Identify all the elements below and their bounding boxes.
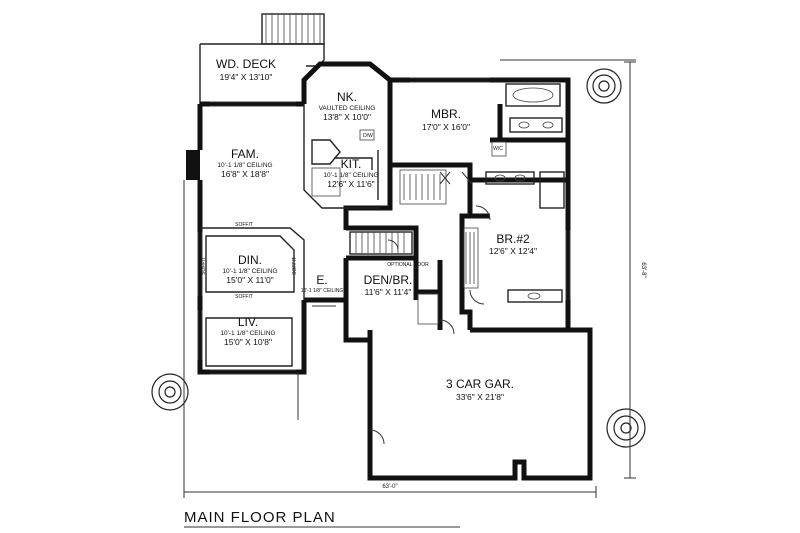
soffit-note-left: SOFFIT — [201, 257, 207, 275]
exterior-walls — [186, 61, 593, 481]
soffit-note-bottom: SOFFIT — [235, 294, 253, 300]
ceiling-note-din: 10'-1 1/8" CEILING — [222, 268, 277, 275]
ceiling-note-fam: 10'-1 1/8" CEILING — [217, 162, 272, 169]
dining-bay — [205, 235, 295, 293]
room-dim-kit: 12'6" X 11'6" — [327, 179, 374, 189]
room-dim-mbr: 17'0" X 16'0" — [422, 122, 470, 132]
tree-icon-top-right — [586, 68, 622, 104]
plan-notes: SOFFIT SOFFIT SOFFIT SOFFIT OPTIONAL DOO… — [201, 133, 503, 300]
dw-note: D/W — [363, 133, 373, 139]
room-dim-fam: 16'8" X 18'8" — [221, 169, 269, 179]
closets — [417, 227, 479, 325]
room-dim-br2: 12'6" X 12'4" — [489, 246, 537, 256]
room-dim-din: 15'0" X 11'0" — [226, 275, 273, 285]
room-name-entry: E. — [316, 273, 327, 287]
soffit-note-top: SOFFIT — [235, 222, 253, 228]
optional-door-note: OPTIONAL DOOR — [387, 262, 429, 268]
room-name-din: DIN. — [238, 253, 262, 267]
windows — [197, 77, 571, 375]
interior-walls — [200, 104, 568, 330]
room-name-liv: LIV. — [238, 315, 258, 329]
room-name-fam: FAM. — [231, 147, 259, 161]
room-name-nook: NK. — [337, 90, 357, 104]
room-dim-garage: 33'6" X 21'8" — [456, 392, 504, 402]
room-dim-deck: 19'4" X 13'10" — [220, 72, 273, 82]
ceiling-note-entry: 10'-1 1/8" CEILING — [301, 288, 344, 294]
room-dim-liv: 15'0" X 10'8" — [224, 337, 272, 347]
tree-icon-bottom-right — [606, 408, 646, 448]
hall-bath-fixtures — [485, 171, 565, 303]
ceiling-note-liv: 10'-1 1/8" CEILING — [220, 330, 275, 337]
tree-icon-left — [151, 373, 189, 411]
room-name-kit: KIT. — [341, 157, 362, 171]
room-name-garage: 3 CAR GAR. — [446, 377, 514, 391]
room-name-den: DEN/BR. — [364, 273, 413, 287]
soffit-note-right: SOFFIT — [292, 257, 298, 275]
ceiling-note-nook: VAULTED CEILING — [319, 105, 376, 112]
room-dim-den: 11'6" X 11'4" — [365, 287, 412, 297]
dimension-lines — [183, 59, 636, 498]
overall-depth-label: 63'-8" — [640, 262, 646, 277]
master-bath-fixtures — [399, 83, 563, 205]
wic-note: W/C — [493, 146, 503, 152]
plan-title: MAIN FLOOR PLAN — [184, 509, 336, 526]
deck-area — [199, 13, 325, 104]
stairs — [349, 231, 413, 255]
doors — [312, 171, 491, 445]
room-dim-nook: 13'8" X 10'0" — [323, 112, 371, 122]
room-name-deck: WD. DECK — [216, 57, 276, 71]
room-labels: WD. DECK 19'4" X 13'10" NK. VAULTED CEIL… — [216, 57, 537, 402]
living-bay — [205, 317, 293, 367]
ceiling-note-kit: 10'-1 1/8" CEILING — [323, 172, 378, 179]
room-name-br2: BR.#2 — [496, 232, 530, 246]
overall-width-label: 63'-0" — [382, 484, 397, 490]
kitchen-counters — [311, 129, 379, 200]
room-name-mbr: MBR. — [431, 107, 461, 121]
